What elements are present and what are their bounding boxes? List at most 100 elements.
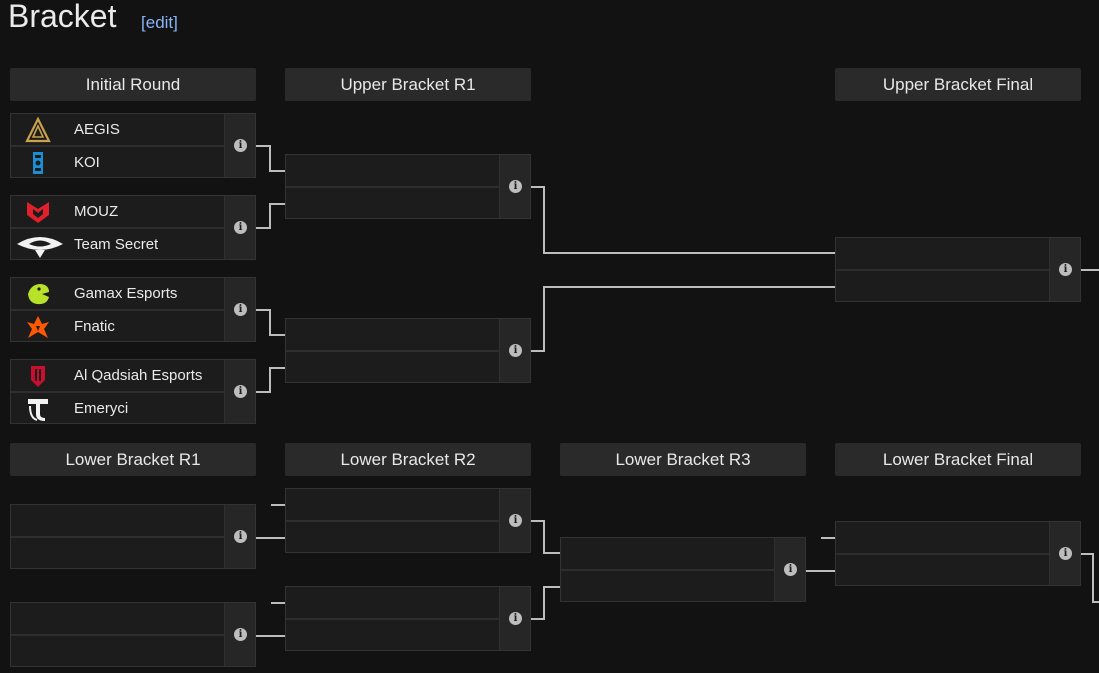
team-slot[interactable]: Al Qadsiah Esports bbox=[11, 360, 227, 391]
match-side: i bbox=[224, 114, 255, 177]
round-header-lb-final: Lower Bracket Final bbox=[835, 443, 1081, 476]
divider bbox=[286, 618, 500, 620]
match-ub-r1-2[interactable]: i bbox=[285, 318, 531, 383]
divider bbox=[11, 145, 225, 147]
divider bbox=[836, 553, 1050, 555]
team-slot[interactable] bbox=[11, 636, 227, 667]
team-slot[interactable]: Emeryci bbox=[11, 393, 227, 424]
team-slot[interactable] bbox=[836, 555, 1052, 586]
connector bbox=[531, 618, 544, 620]
koi-logo-icon bbox=[33, 152, 43, 174]
connector bbox=[256, 537, 285, 539]
connector bbox=[269, 145, 271, 171]
match-initial-4[interactable]: Al Qadsiah Esports Emeryci i bbox=[10, 359, 256, 424]
team-slot[interactable] bbox=[286, 352, 502, 383]
team-slot[interactable] bbox=[836, 522, 1052, 553]
match-side: i bbox=[224, 603, 255, 666]
connector bbox=[1092, 601, 1099, 603]
connector bbox=[543, 520, 545, 554]
team-slot[interactable] bbox=[11, 505, 227, 536]
match-ub-final[interactable]: i bbox=[835, 237, 1081, 302]
info-icon[interactable]: i bbox=[509, 180, 522, 193]
match-side: i bbox=[1049, 238, 1080, 301]
connector bbox=[256, 309, 270, 311]
connector bbox=[256, 635, 285, 637]
round-header-lb-r2: Lower Bracket R2 bbox=[285, 443, 531, 476]
team-slot[interactable] bbox=[561, 571, 777, 602]
match-lb-r1-2[interactable]: i bbox=[10, 602, 256, 667]
team-slot[interactable] bbox=[286, 587, 502, 618]
match-lb-r1-1[interactable]: i bbox=[10, 504, 256, 569]
emeryci-logo-icon bbox=[28, 399, 48, 421]
team-name: Fnatic bbox=[74, 318, 115, 335]
info-icon[interactable]: i bbox=[234, 628, 247, 641]
divider bbox=[286, 520, 500, 522]
match-lb-r3[interactable]: i bbox=[560, 537, 806, 602]
team-slot[interactable]: AEGIS bbox=[11, 114, 227, 145]
team-slot[interactable] bbox=[286, 155, 502, 186]
connector bbox=[269, 309, 271, 335]
match-side: i bbox=[499, 319, 530, 382]
team-name: MOUZ bbox=[74, 203, 119, 220]
round-header-ub-r1: Upper Bracket R1 bbox=[285, 68, 531, 101]
edit-label[interactable]: edit bbox=[145, 13, 174, 32]
team-slot[interactable]: Gamax Esports bbox=[11, 278, 227, 309]
match-ub-r1-1[interactable]: i bbox=[285, 154, 531, 219]
team-slot[interactable] bbox=[286, 620, 502, 651]
info-icon[interactable]: i bbox=[234, 139, 247, 152]
match-initial-1[interactable]: AEGIS KOI i bbox=[10, 113, 256, 178]
team-slot[interactable]: KOI bbox=[11, 147, 227, 178]
connector bbox=[256, 227, 270, 229]
connector bbox=[269, 367, 285, 369]
info-icon[interactable]: i bbox=[509, 344, 522, 357]
info-icon[interactable]: i bbox=[234, 221, 247, 234]
aegis-logo-icon bbox=[25, 117, 51, 143]
match-side: i bbox=[499, 489, 530, 552]
connector bbox=[269, 203, 285, 205]
match-lb-final[interactable]: i bbox=[835, 521, 1081, 586]
info-icon[interactable]: i bbox=[234, 303, 247, 316]
connector bbox=[543, 552, 560, 554]
connector bbox=[543, 586, 560, 588]
team-slot[interactable] bbox=[286, 522, 502, 553]
divider bbox=[11, 536, 225, 538]
info-icon[interactable]: i bbox=[784, 563, 797, 576]
match-lb-r2-2[interactable]: i bbox=[285, 586, 531, 651]
team-slot[interactable]: Team Secret bbox=[11, 229, 227, 260]
info-icon[interactable]: i bbox=[509, 612, 522, 625]
info-icon[interactable]: i bbox=[509, 514, 522, 527]
team-slot[interactable] bbox=[286, 489, 502, 520]
divider bbox=[286, 186, 500, 188]
edit-link[interactable]: [edit] bbox=[141, 13, 178, 32]
team-slot[interactable] bbox=[561, 538, 777, 569]
team-name: AEGIS bbox=[74, 121, 120, 138]
match-side: i bbox=[1049, 522, 1080, 585]
info-icon[interactable]: i bbox=[234, 385, 247, 398]
connector bbox=[531, 186, 544, 188]
connector bbox=[269, 367, 271, 393]
divider bbox=[561, 569, 775, 571]
team-slot[interactable] bbox=[836, 238, 1052, 269]
team-name: KOI bbox=[74, 154, 100, 171]
team-slot[interactable] bbox=[11, 538, 227, 569]
team-slot[interactable] bbox=[286, 319, 502, 350]
round-header-lb-r3: Lower Bracket R3 bbox=[560, 443, 806, 476]
info-icon[interactable]: i bbox=[1059, 547, 1072, 560]
info-icon[interactable]: i bbox=[1059, 263, 1072, 276]
match-initial-3[interactable]: Gamax Esports Fnatic i bbox=[10, 277, 256, 342]
team-slot[interactable] bbox=[836, 271, 1052, 302]
connector bbox=[543, 286, 545, 352]
team-slot[interactable]: MOUZ bbox=[11, 196, 227, 227]
info-icon[interactable]: i bbox=[234, 530, 247, 543]
team-slot[interactable] bbox=[11, 603, 227, 634]
match-initial-2[interactable]: MOUZ Team Secret i bbox=[10, 195, 256, 260]
divider bbox=[286, 350, 500, 352]
team-slot[interactable]: Fnatic bbox=[11, 311, 227, 342]
al-qadsiah-logo-icon bbox=[31, 366, 45, 387]
team-name: Emeryci bbox=[74, 400, 129, 417]
team-name: Al Qadsiah Esports bbox=[74, 367, 203, 384]
team-slot[interactable] bbox=[286, 188, 502, 219]
match-lb-r2-1[interactable]: i bbox=[285, 488, 531, 553]
match-side: i bbox=[224, 360, 255, 423]
divider bbox=[11, 634, 225, 636]
